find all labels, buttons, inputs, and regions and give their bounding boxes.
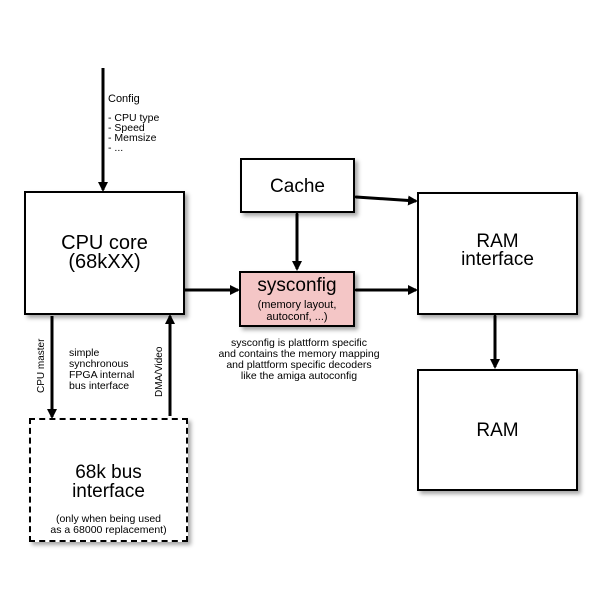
bus-interface-box: 68k bus interface (only when being used …: [29, 418, 188, 542]
cpu-core-subtitle: (68kXX): [68, 251, 141, 273]
cpu-core-box: CPU core (68kXX): [24, 191, 185, 315]
bus-interface-title: 68k bus: [75, 462, 142, 483]
cpu-core-title: CPU core: [61, 232, 148, 254]
config-item-more: - ...: [108, 142, 124, 154]
config-item-speed: - Speed: [108, 122, 145, 134]
config-item-cpu-type: - CPU type: [108, 112, 160, 124]
bus-interface-note2: as a 68000 replacement): [50, 524, 167, 536]
bus-interface-note1: (only when being used: [55, 513, 162, 525]
ram-box: RAM: [417, 369, 578, 491]
sysconfig-note-line3: and plattform specific decoders: [226, 359, 372, 371]
ram-interface-subtitle: interface: [461, 249, 534, 270]
ram-interface-box: RAM interface: [417, 192, 578, 315]
sysconfig-sub1: (memory layout,: [257, 299, 337, 311]
sysconfig-note-line2: and contains the memory mapping: [218, 348, 380, 360]
cache-box: Cache: [240, 158, 355, 213]
cache-raminterface-arrow: [347, 191, 418, 206]
sysconfig-note-line4: like the amiga autoconfig: [240, 370, 358, 382]
cache-label: Cache: [270, 176, 325, 197]
bus-note-line3: FPGA internal: [69, 369, 135, 381]
bus-note-line2: synchronous: [69, 358, 129, 370]
config-item-memsize: - Memsize: [108, 132, 157, 144]
sysconfig-sub2: autoconf, ...): [266, 311, 328, 323]
sysconfig-box: sysconfig (memory layout, autoconf, ...): [239, 271, 355, 327]
sysconfig-note-line1: sysconfig is plattform specific: [231, 337, 367, 349]
bus-note-line4: bus interface: [69, 380, 130, 392]
bus-interface-subtitle: interface: [72, 481, 145, 502]
bus-note-line1: simple: [69, 347, 100, 359]
sysconfig-title: sysconfig: [257, 275, 337, 296]
ram-interface-title: RAM: [476, 231, 519, 252]
cpu-master-label: CPU master: [36, 338, 47, 393]
dma-video-label: DMA/Video: [154, 346, 165, 397]
config-label: Config: [108, 93, 140, 105]
ram-label: RAM: [476, 420, 519, 441]
